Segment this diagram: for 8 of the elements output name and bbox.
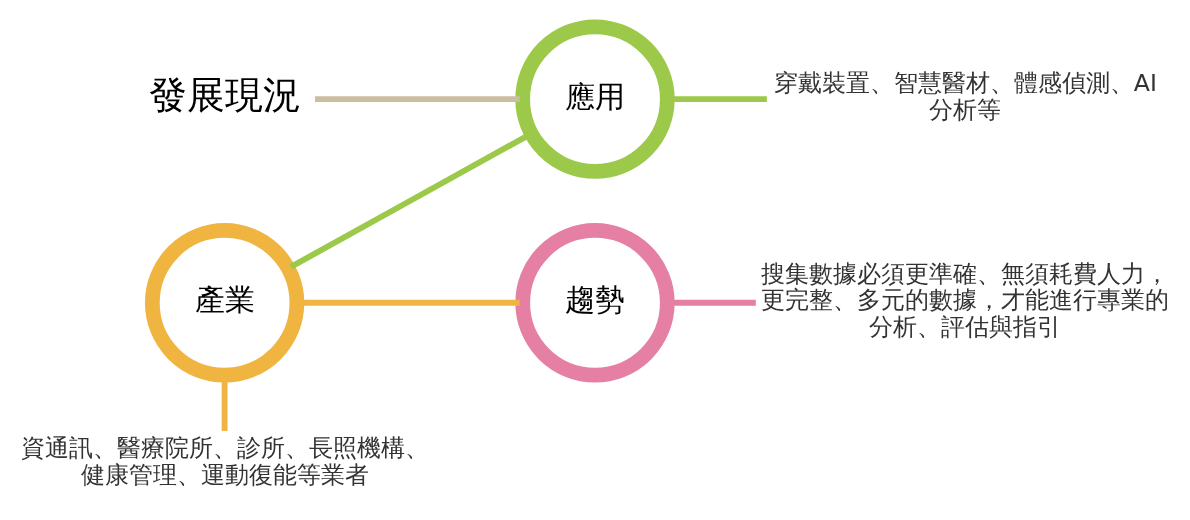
- node-circle: 趨勢: [515, 223, 675, 383]
- node-circle: 應用: [515, 19, 675, 179]
- node-text: 搜集數據必須更準確、無須耗費人力，更完整、多元的數據，才能進行專業的分析、評估與指引: [761, 259, 1170, 341]
- node-text: 發展現況: [148, 72, 301, 118]
- node-circle: 產業: [144, 223, 305, 383]
- node-text: 穿戴裝置、智慧醫材、體感偵測、AI分析等: [773, 69, 1157, 125]
- node-text: 資通訊、醫療院所、診所、長照機構、健康管理、運動復能等業者: [20, 433, 429, 489]
- connector: [315, 96, 520, 103]
